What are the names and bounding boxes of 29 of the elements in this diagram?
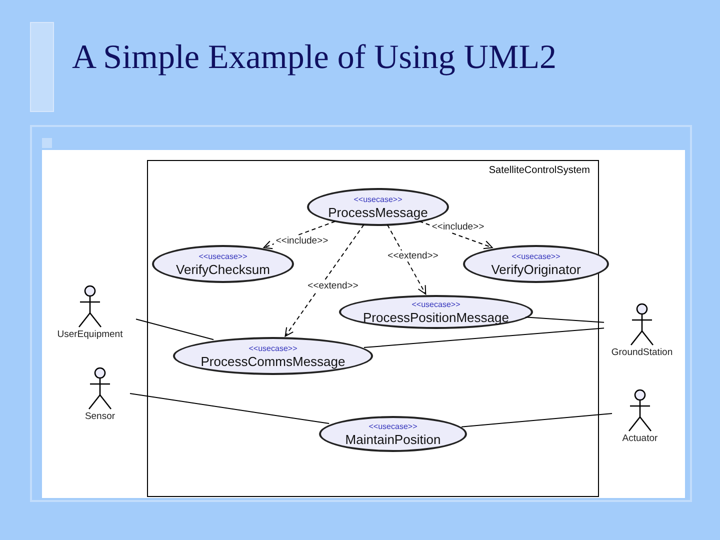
association-line: [363, 328, 604, 348]
usecase-name: VerifyOriginator: [491, 262, 581, 276]
dependency-arrow: [386, 224, 426, 295]
stereotype-text: <<usecase>>: [248, 344, 298, 354]
system-name: SatelliteControlSystem: [488, 164, 590, 178]
usecase-name: ProcessPositionMessage: [363, 310, 509, 324]
usecase-name: ProcessMessage: [328, 204, 428, 220]
slide-title: A Simple Example of Using UML2: [72, 38, 556, 78]
stereotype-text: <<usecase>>: [198, 252, 248, 262]
stereotype-text: <<usecase>>: [512, 252, 560, 262]
usecase-name: MaintainPosition: [345, 432, 441, 446]
stereotype-text: <<usecase>>: [368, 422, 418, 432]
edge-label: <<include>>: [274, 236, 330, 246]
edge-label: <<include>>: [430, 222, 486, 232]
actor-name: UserEquipment: [57, 329, 123, 341]
stereotype-text: <<usecase>>: [354, 194, 402, 204]
usecase-name: ProcessCommsMessage: [200, 354, 346, 368]
usecase-name: VerifyChecksum: [176, 262, 270, 276]
actor-name: Sensor: [84, 411, 116, 423]
dependency-arrow: [284, 224, 364, 337]
actor-name: Actuator: [622, 433, 658, 445]
association-line: [136, 318, 214, 340]
association-line: [525, 316, 604, 323]
edge-label: <<extend>>: [306, 280, 360, 292]
actor-name: GroundStation: [611, 347, 673, 359]
association-line: [461, 412, 612, 428]
association-line: [130, 393, 330, 424]
edge-label: <<extend>>: [386, 250, 440, 262]
stereotype-text: <<usecase>>: [412, 300, 460, 310]
